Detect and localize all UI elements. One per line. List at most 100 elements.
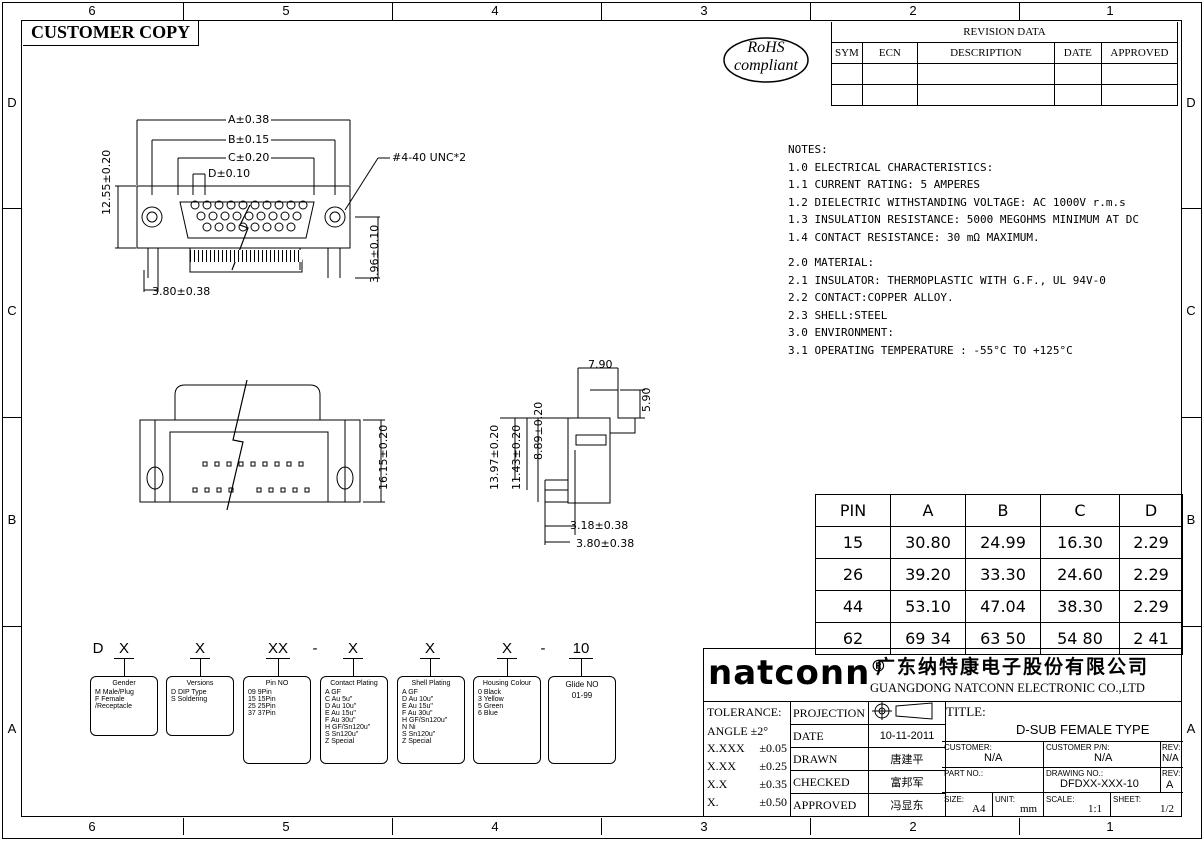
code-xx: XX <box>267 640 288 657</box>
pin-cell: 38.30 <box>1040 590 1120 623</box>
pin-cell: 63 50 <box>965 622 1041 655</box>
customer-pn-label: CUSTOMER P/N: <box>1046 743 1110 752</box>
pin-cell: 15 <box>815 526 891 559</box>
code-x2: X <box>194 640 205 657</box>
zone-col-1: 1 <box>1106 3 1114 18</box>
title-block: TOLERANCE: ANGLE ±2° X.XXX±0.05 X.XX±0.2… <box>703 702 1183 817</box>
date-label: DATE <box>790 724 870 748</box>
projection-symbol-icon <box>868 702 947 725</box>
zone-col-4-bottom: 4 <box>491 819 499 834</box>
box-title: Glide NO <box>565 680 599 689</box>
box-line: Z Special <box>402 738 432 745</box>
col-tick <box>601 818 602 835</box>
tol-value: ±0.25 <box>759 759 787 773</box>
rev-value-1: N/A <box>1162 753 1179 764</box>
box-line: 0 Black <box>478 689 501 696</box>
bottom-view-drawing <box>139 380 385 510</box>
pin-cell: 2 41 <box>1119 622 1183 655</box>
row-tick <box>1182 417 1201 418</box>
row-tick <box>1182 208 1201 209</box>
dim-s2: 5.90 <box>640 387 653 413</box>
zone-row-d-right: D <box>1186 95 1196 110</box>
col-tick <box>810 818 811 835</box>
customer-copy-label: CUSTOMER COPY <box>23 21 200 46</box>
box-title: Housing Colour <box>482 680 532 687</box>
dim-s3: 13.97±0.20 <box>488 424 501 490</box>
zone-col-6: 6 <box>88 3 96 18</box>
col-tick <box>183 818 184 835</box>
title-area: TITLE: D-SUB FEMALE TYPE <box>942 702 1183 742</box>
col-tick <box>392 3 393 20</box>
tol-value: ±0.35 <box>759 777 787 791</box>
dim-c: C±0.20 <box>226 151 272 164</box>
box-line: 3 Yellow <box>478 696 504 703</box>
col-tick <box>601 3 602 20</box>
dim-h1: 12.55±0.20 <box>100 149 113 215</box>
rev-col-approved: APPROVED <box>1100 42 1179 64</box>
rev-col-ecn: ECN <box>861 42 918 64</box>
order-box-glide-no: Glide NO 01-99 <box>548 676 616 764</box>
pin-cell: 30.80 <box>890 526 966 559</box>
pin-header-c: C <box>1040 494 1120 527</box>
size-value: A4 <box>972 803 986 815</box>
code-x4: X <box>424 640 435 657</box>
zone-row-d: D <box>7 95 17 110</box>
note-line: 1.0 ELECTRICAL CHARACTERISTICS: <box>788 160 994 174</box>
zone-col-2-bottom: 2 <box>909 819 917 834</box>
rev-row <box>831 84 1179 106</box>
box-line: 37 37Pin <box>248 710 276 717</box>
col-tick <box>1019 818 1020 835</box>
pin-cell: 62 <box>815 622 891 655</box>
unit-label: UNIT: <box>995 795 1015 804</box>
code-dash1: - <box>312 640 318 657</box>
rev-row <box>831 63 1179 85</box>
part-no-label: PART NO.: <box>944 769 984 778</box>
row-tick <box>1182 626 1201 627</box>
code-dash2: - <box>540 640 546 657</box>
box-title: Contact Plating <box>330 680 378 687</box>
box-line: F Female <box>95 696 125 703</box>
dim-s5: 8.89±0.20 <box>532 401 545 460</box>
dim-a: A±0.38 <box>226 113 272 126</box>
zone-row-a-right: A <box>1186 721 1196 736</box>
pin-header-a: A <box>890 494 966 527</box>
unit-value: mm <box>1020 803 1038 815</box>
rev-label: REV: <box>1162 743 1181 752</box>
customer-row: CUSTOMER: N/A CUSTOMER P/N: N/A REV: N/A <box>942 741 1183 768</box>
checked-value: 富邦军 <box>868 770 947 794</box>
projection-label: PROJECTION <box>790 702 870 725</box>
pin-cell: 44 <box>815 590 891 623</box>
box-line: M Male/Plug <box>95 689 134 696</box>
row-tick <box>2 417 21 418</box>
order-box-gender: Gender M Male/Plug F Female /Receptacle <box>90 676 158 736</box>
zone-col-3: 3 <box>700 3 708 18</box>
dim-s6: 3.18±0.38 <box>570 519 629 532</box>
dim-s1: 7.90 <box>588 358 613 371</box>
box-line: S Sn120u" <box>325 731 359 738</box>
code-x1: X <box>118 640 129 657</box>
zone-col-5-bottom: 5 <box>282 819 290 834</box>
note-line: 3.1 OPERATING TEMPERATURE : -55°C TO +12… <box>788 343 1073 357</box>
notes-block: NOTES: 1.0 ELECTRICAL CHARACTERISTICS: 1… <box>788 141 1178 359</box>
box-line: D DIP Type <box>171 689 207 696</box>
rohs-line1: RoHS <box>747 39 785 56</box>
rev-col-date: DATE <box>1053 42 1102 64</box>
approved-value: 冯显东 <box>868 793 947 816</box>
order-box-pin-no: Pin NO 09 9Pin 15 15Pin 25 25Pin 37 37Pi… <box>243 676 311 764</box>
box-line: A GF <box>402 689 418 696</box>
drawing-no-label: DRAWING NO.: <box>1046 769 1104 778</box>
tol-format: X. <box>707 795 719 809</box>
box-line: 01-99 <box>571 691 593 700</box>
size-label: SIZE: <box>944 795 965 804</box>
box-line: F Au 30u" <box>325 717 356 724</box>
order-box-versions: Versions D DIP Type S Soldering <box>166 676 234 736</box>
date-value: 10-11-2011 <box>868 724 947 748</box>
pin-cell: 47.04 <box>965 590 1041 623</box>
box-line: H GF/Sn120u" <box>325 724 371 731</box>
zone-col-1-bottom: 1 <box>1106 819 1114 834</box>
